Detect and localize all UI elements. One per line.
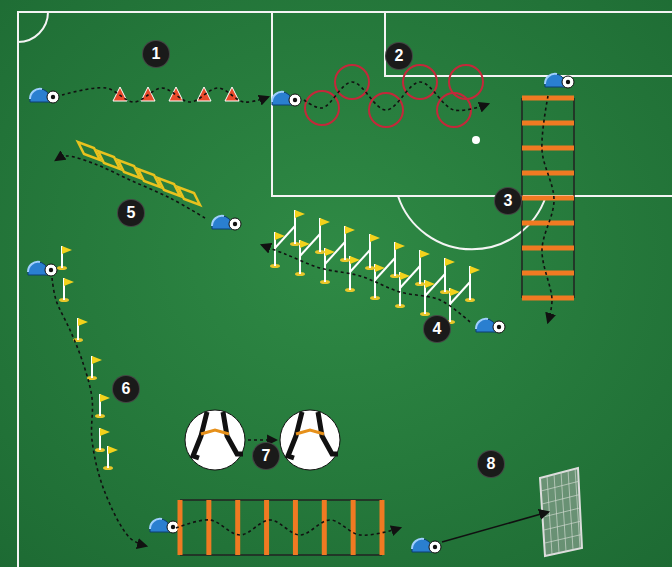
callout-number: 3 — [495, 188, 521, 214]
slalom-path — [52, 278, 146, 546]
hurdle-bar — [300, 234, 320, 256]
ring-path — [304, 82, 488, 111]
player-icon — [412, 539, 441, 553]
penalty-spot — [472, 136, 480, 144]
speed-ladder — [522, 96, 574, 301]
player-icon — [476, 319, 505, 333]
flag-pole — [270, 232, 285, 268]
hurdle-bar — [275, 226, 295, 248]
player-icon — [30, 89, 59, 103]
cone — [197, 87, 211, 101]
callout-number: 7 — [253, 443, 279, 469]
hurdle-bar — [375, 258, 395, 280]
ring — [369, 93, 403, 127]
hurdle-bar — [350, 250, 370, 272]
player-icon — [28, 262, 57, 276]
hurdle-bar — [400, 266, 420, 288]
speed-ladder — [178, 500, 385, 555]
ring — [449, 65, 483, 99]
shot-line — [442, 512, 548, 542]
callout-number: 8 — [478, 451, 504, 477]
hurdle-bar — [450, 282, 470, 304]
flag-pole — [87, 356, 102, 380]
callout-number: 6 — [113, 376, 139, 402]
flag-pole — [103, 446, 118, 470]
ladder-path — [176, 520, 400, 535]
dribble-path — [62, 88, 268, 102]
player-icon — [212, 216, 241, 230]
callout-number: 5 — [118, 200, 144, 226]
callout-number: 4 — [424, 316, 450, 342]
player-icon — [150, 519, 179, 533]
flag-pole — [57, 246, 72, 270]
hurdle-bar — [325, 242, 345, 264]
hurdle-bar — [425, 274, 445, 296]
flag-pole — [73, 318, 88, 342]
player-icon — [545, 74, 574, 88]
ladder-path — [542, 96, 554, 322]
flag-pole — [59, 278, 74, 302]
cone — [169, 87, 183, 101]
player-icon — [272, 92, 301, 106]
footwork-picture — [280, 410, 340, 470]
callout-number: 2 — [386, 43, 412, 69]
pitch-lines — [18, 12, 672, 567]
hurdle-path — [262, 245, 470, 322]
flag-pole — [95, 394, 110, 418]
footwork-arrow — [248, 439, 276, 441]
callout-number: 1 — [143, 41, 169, 67]
mini-hurdle — [78, 142, 100, 160]
footwork-picture — [185, 410, 245, 470]
